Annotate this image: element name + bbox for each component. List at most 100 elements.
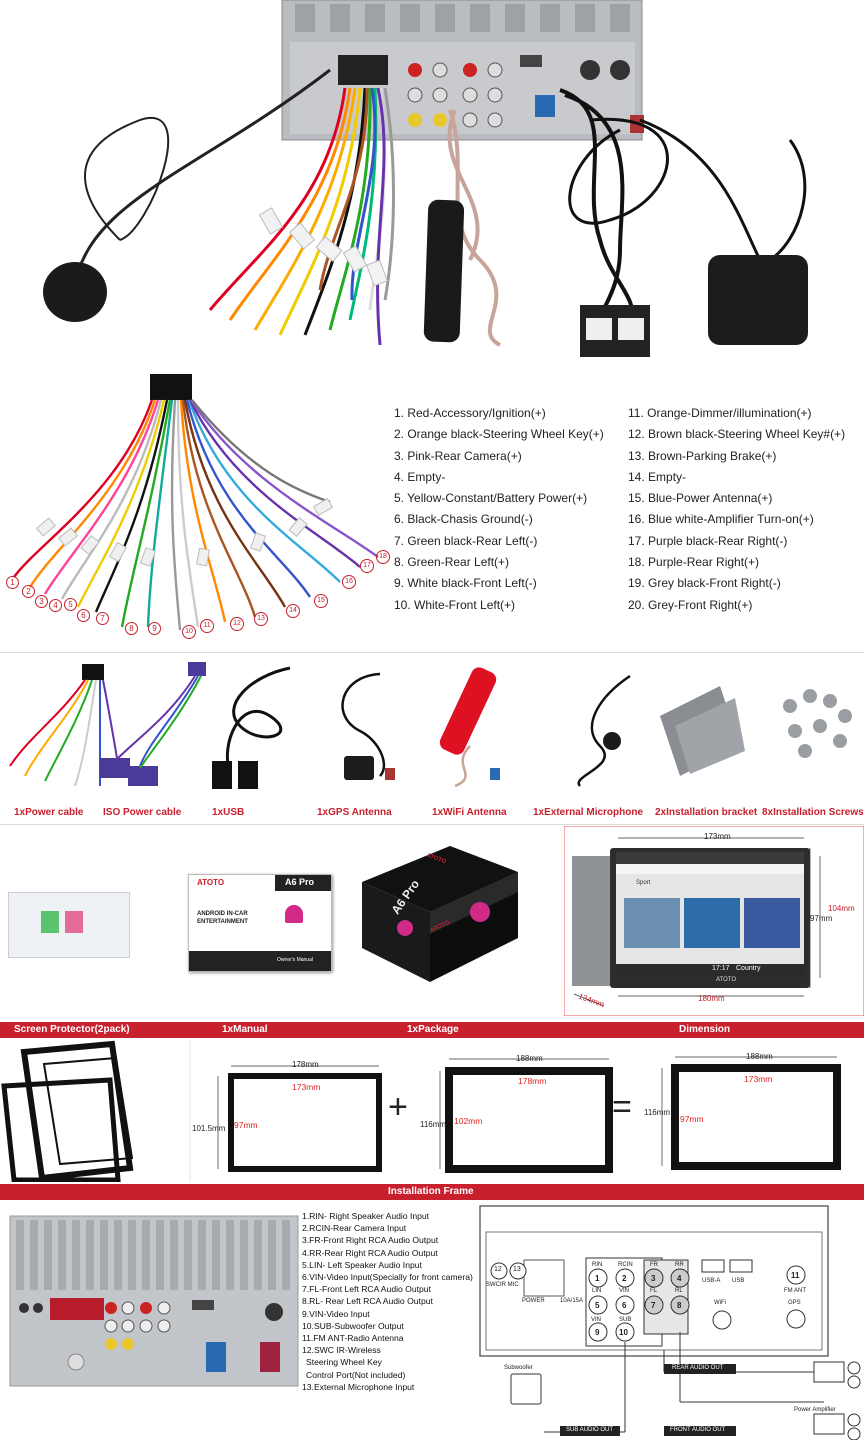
wire-item: 18. Purple-Rear Right(+) [628,555,760,570]
pin-number: 15 [314,594,328,608]
label-c13: 13 [513,1266,521,1273]
frame3-width: 188mm [746,1052,773,1061]
wire-item: 9. White black-Front Left(-) [394,576,537,591]
cloth-green [41,911,59,933]
accessories-illustration [9,662,852,789]
wire-item: 6. Black-Chasis Ground(-) [394,512,533,527]
label-rr: RR [675,1262,684,1268]
manual-line2: ENTERTAINMENT [197,919,248,925]
wire-item: 19. Grey black-Front Right(-) [628,576,781,591]
label-fr: FR [650,1262,658,1268]
accessory-label: ISO Power cable [103,807,182,818]
accessory-label: 1xPower cable [14,807,84,818]
product-rear-photo [0,0,864,372]
pin-number: 16 [342,575,356,589]
pin-number: 7 [96,612,109,625]
port-no: 7 [651,1301,656,1310]
accessory-label: 1xUSB [212,807,245,818]
wire-item: 20. Grey-Front Right(+) [628,597,753,612]
package-box-image [362,846,518,982]
port-no: 4 [677,1274,682,1283]
wire-item: 15. Blue-Power Antenna(+) [628,491,773,506]
port-connection-diagram [479,1205,861,1440]
dim-right-inner: 97mm [810,914,833,923]
frame3-inner-height: 97mm [680,1114,704,1124]
label-fm: FM ANT [784,1288,806,1294]
label-c12: 12 [494,1266,502,1273]
wiring-list-left: 1. Red-Accessory/Ignition(+) 2. Orange b… [394,403,604,616]
frame2-height: 116mm [420,1120,447,1129]
label-sub-out: SUB AUDIO OUT [566,1427,614,1433]
screen-protector-image [8,892,130,958]
port-no: 3 [651,1274,656,1283]
wire-item: 2. Orange black-Steering Wheel Key(+) [394,427,604,442]
cloth-pink [65,911,83,933]
installation-frame-bar: Installation Frame [0,1184,864,1200]
pin-number: 14 [286,604,300,618]
frame3-height: 116mm [644,1108,671,1117]
wire-item: 4. Empty- [394,469,446,484]
frame1-width: 178mm [292,1060,319,1069]
pin-number: 6 [77,609,90,622]
port-no: 10 [619,1328,628,1337]
label-rl: RL [675,1288,683,1294]
accessories-section [0,656,864,804]
section-divider [0,824,864,825]
wire-item: 7. Green black-Rear Left(-) [394,533,538,548]
port-item: 8.RL- Rear Left RCA Audio Output [302,1296,433,1307]
port-item: Steering Wheel Key [306,1357,382,1368]
pin-number: 18 [376,550,390,564]
wire-item: 11. Orange-Dimmer/illumination(+) [628,406,812,420]
rear-cables-illustration [43,0,808,357]
label-vin: VIN [619,1288,630,1294]
wiring-list-right: 11. Orange-Dimmer/illumination(+) 12. Br… [628,403,845,616]
installation-frame-title: Installation Frame [388,1186,474,1197]
plus-sign: + [388,1088,408,1126]
label-sub: SUB [619,1317,632,1323]
label-fl: FL [650,1288,658,1294]
port-item: 4.RR-Rear Right RCA Audio Output [302,1247,438,1258]
port-number-layer: 1 2 3 4 5 6 7 8 9 10 11 [474,1202,864,1440]
wire-item: 1. Red-Accessory/Ignition(+) [394,406,546,420]
wire-item: 8. Green-Rear Left(+) [394,555,510,570]
port-no: 1 [595,1274,600,1283]
accessory-label: 1xGPS Antenna [317,807,392,818]
label-subwoofer: Subwoofer [504,1365,533,1371]
wire-item: 17. Purple black-Rear Right(-) [628,533,788,548]
frame2-inner-height: 102mm [454,1116,483,1126]
port-item: 2.RCIN-Rear Camera Input [302,1223,407,1234]
frame1-inner-height: 97mm [234,1120,258,1130]
pin-number: 3 [35,595,48,608]
pin-number: 4 [49,599,62,612]
dim-right-outer: 104mm [828,904,855,913]
frame1-height: 101.5mm [192,1124,226,1133]
port-item: 7.FL-Front Left RCA Audio Output [302,1284,431,1295]
dim-top: 173mm [704,832,731,841]
package-label-bar: Screen Protector(2pack) 1xManual 1xPacka… [0,1022,864,1038]
label-amp: Power Amplifier [794,1407,836,1413]
frame1-inner-width: 173mm [292,1082,321,1092]
package-label: Screen Protector(2pack) [14,1024,130,1035]
label-lin: LIN [592,1288,602,1294]
label-rcin: RCIN [618,1262,633,1268]
wire-item: 5. Yellow-Constant/Battery Power(+) [394,491,588,506]
label-rin: RIN [592,1262,603,1268]
screen-time: 17:17 [712,965,730,972]
accessory-label: 1xExternal Microphone [533,807,644,818]
pin-number: 1 [6,576,19,589]
frame2-width: 188mm [516,1054,543,1063]
label-usb: USB [732,1278,745,1284]
accessories-label-bar: 1xPower cable ISO Power cable 1xUSB 1xGP… [0,805,864,821]
label-usba: USB-A [702,1278,721,1284]
port-item: 6.VIN-Video Input(Specially for front ca… [302,1272,473,1283]
port-item: Control Port(Not included) [306,1369,406,1380]
port-list: 1.RIN- Right Speaker Audio Input 2.RCIN-… [302,1210,473,1393]
frames-diagram [1,1040,841,1182]
port-item: 11.FM ANT-Radio Antenna [302,1333,404,1344]
harness-diagram [13,374,379,631]
pin-number: 11 [200,619,214,633]
wiring-section: 1 2 3 4 5 6 7 8 9 10 11 12 13 14 15 16 1… [0,372,864,650]
pin-number: 17 [360,559,374,573]
port-item: 3.FR-Front Right RCA Audio Output [302,1235,439,1246]
port-item: 10.SUB-Subwoofer Output [302,1320,404,1331]
